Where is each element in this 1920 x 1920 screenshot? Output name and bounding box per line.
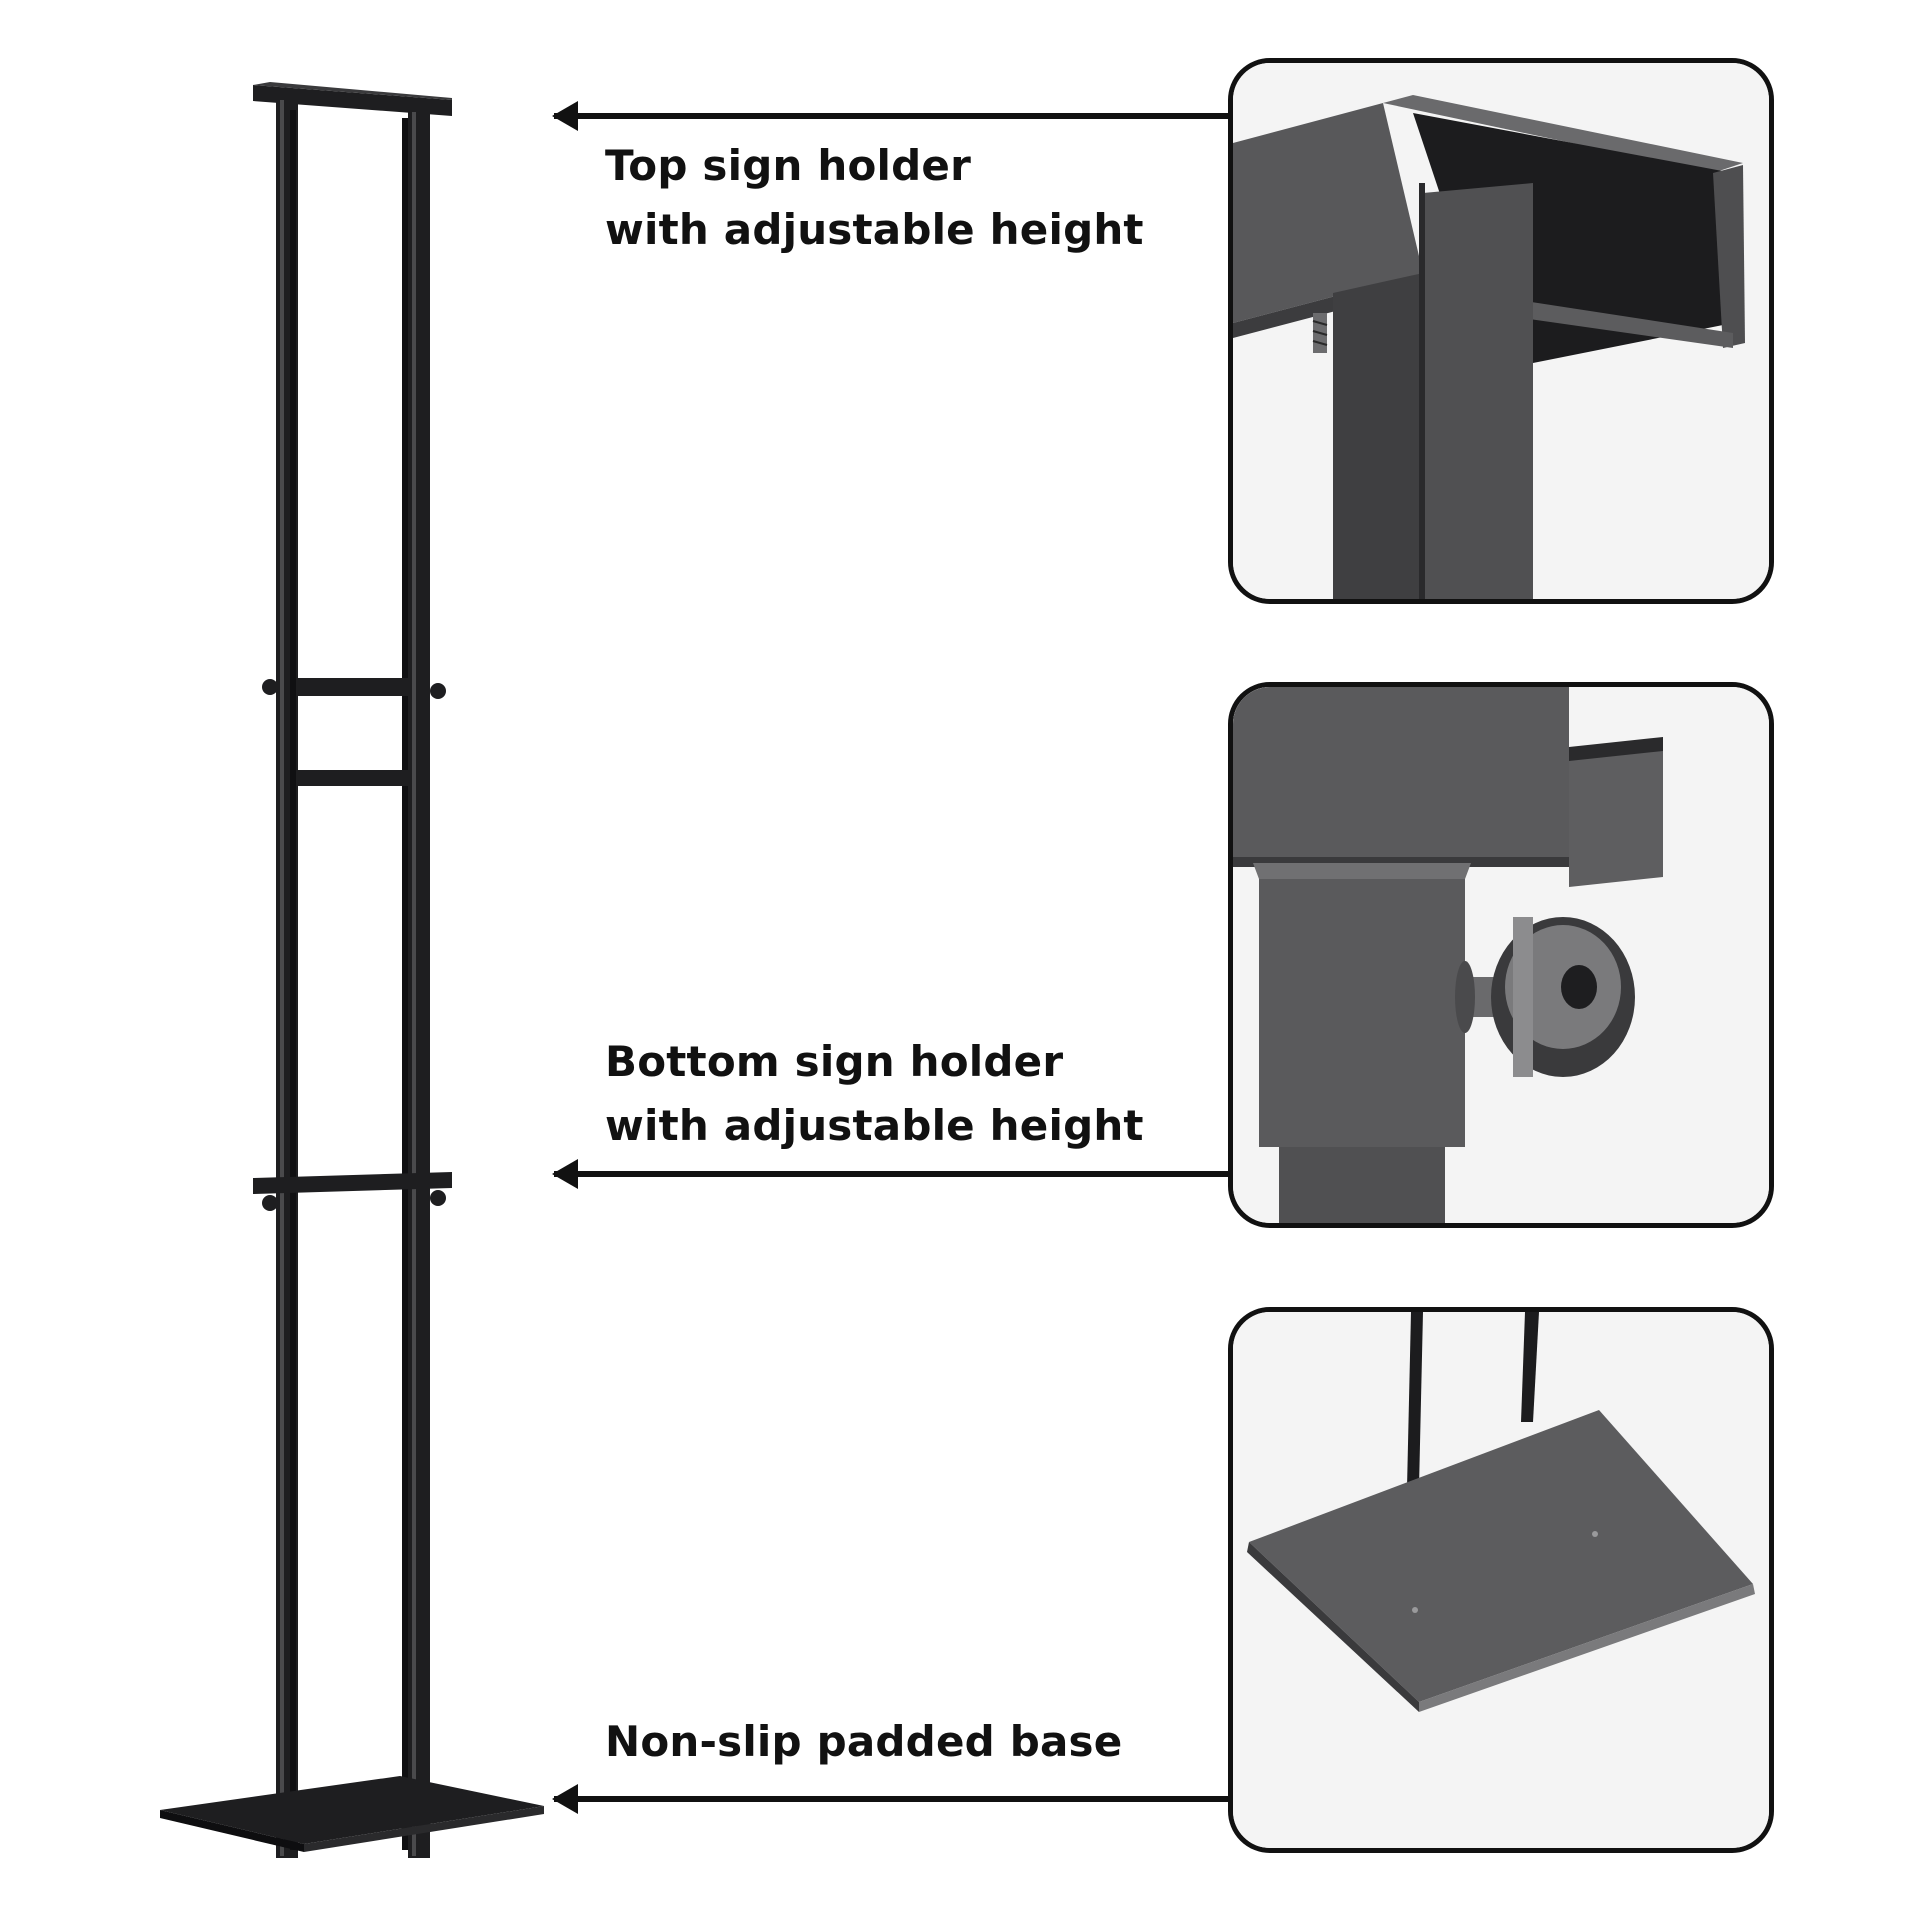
- base-label-line-1: Non-slip padded base: [605, 1717, 1123, 1766]
- bottom-holder-label-line-1: Bottom sign holder: [605, 1037, 1064, 1086]
- arrow-left-icon: [552, 1159, 578, 1189]
- base-detail-panel: [1228, 1307, 1774, 1853]
- upper-rail: [296, 678, 408, 696]
- top-holder-label-line-2: with adjustable height: [605, 205, 1144, 254]
- arrow-left-icon: [552, 101, 578, 131]
- base-label: Non-slip padded base: [605, 1710, 1122, 1774]
- top-crossbar: [253, 85, 452, 116]
- top-holder-label: Top sign holder with adjustable height: [605, 134, 1144, 262]
- arrow-left-icon: [552, 1784, 578, 1814]
- base-plate-closeup-icon: [1233, 1312, 1769, 1848]
- bottom-holder-bar: [253, 1172, 452, 1194]
- bottom-holder-label: Bottom sign holder with adjustable heigh…: [605, 1030, 1144, 1158]
- bottom-holder-label-line-2: with adjustable height: [605, 1101, 1144, 1150]
- poster-stand-illustration: [160, 82, 544, 1858]
- adjustment-knob-closeup-icon: [1233, 687, 1769, 1223]
- middle-rail: [296, 770, 408, 786]
- top-holder-detail-panel: [1228, 58, 1774, 604]
- top-holder-label-line-1: Top sign holder: [605, 141, 972, 190]
- right-upright: [408, 110, 430, 1858]
- top-holder-arrow: [552, 101, 1230, 131]
- base-plate: [160, 1776, 544, 1844]
- bottom-holder-detail-panel: [1228, 682, 1774, 1228]
- base-arrow: [552, 1784, 1230, 1814]
- top-bracket-closeup-icon: [1233, 63, 1769, 599]
- bottom-holder-arrow: [552, 1159, 1230, 1189]
